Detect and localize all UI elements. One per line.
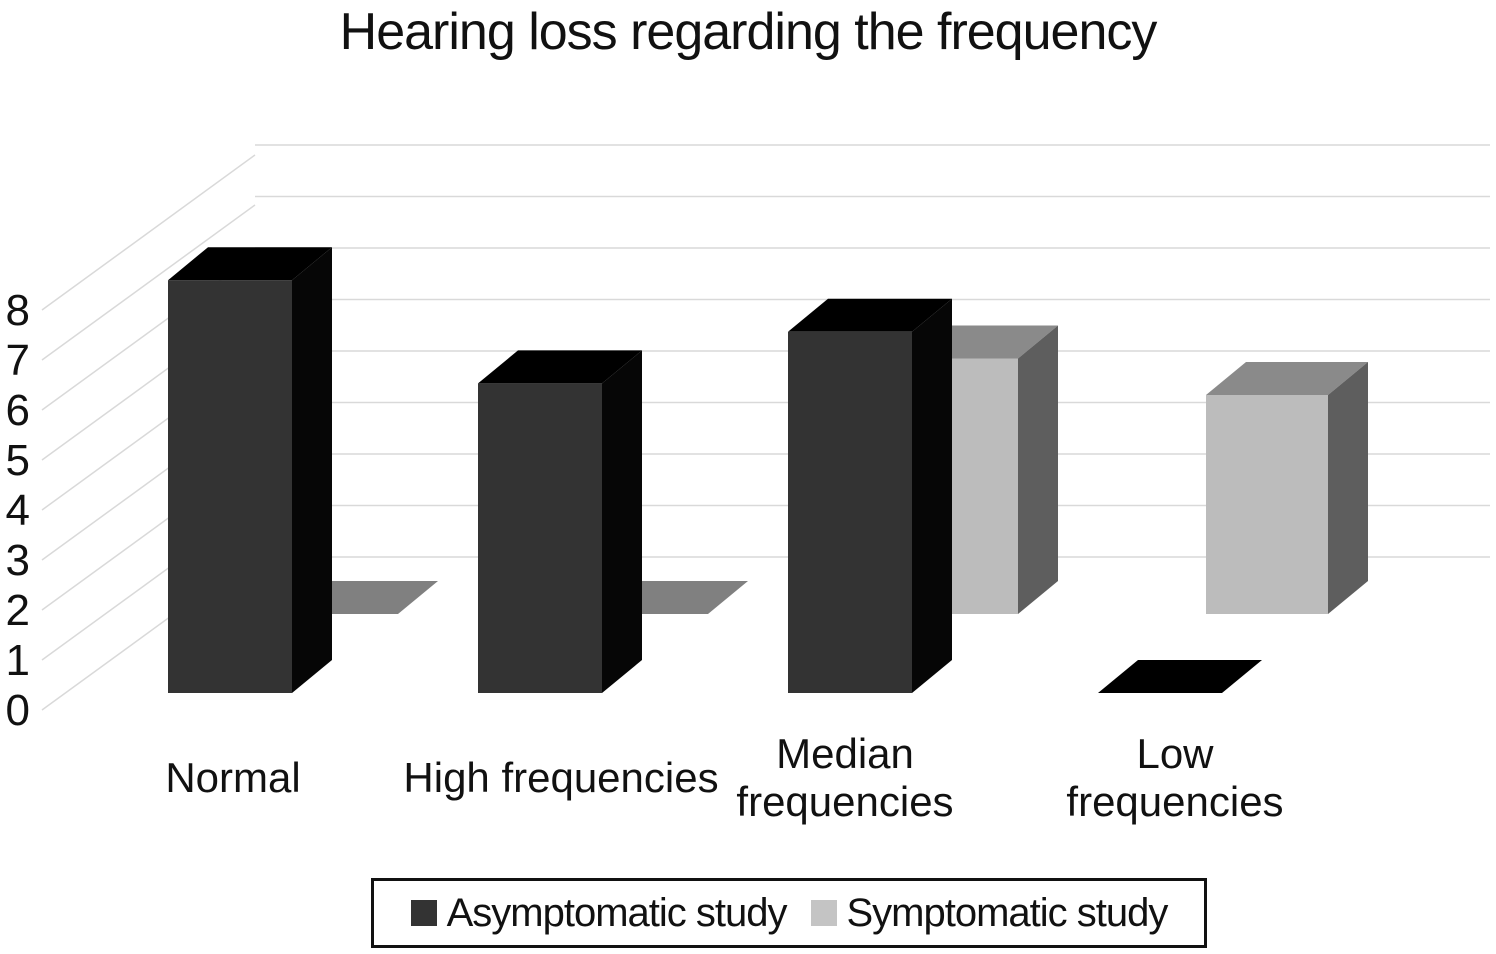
y-tick-label: 5: [6, 436, 30, 485]
y-tick-label: 7: [6, 336, 30, 385]
bar-side-face: [912, 298, 952, 693]
x-category-label: Low: [1136, 730, 1214, 777]
bar-side-face: [1328, 362, 1368, 614]
x-category-label: High frequencies: [403, 754, 718, 801]
bar-top-face: [788, 298, 952, 332]
bar-asymptomatic-1: [478, 383, 602, 693]
bar-top-face: [168, 247, 332, 281]
x-category-label: frequencies: [1066, 778, 1283, 825]
chart-title: Hearing loss regarding the frequency: [339, 3, 1158, 61]
y-tick-label: 2: [6, 586, 30, 635]
x-category-label: frequencies: [736, 778, 953, 825]
y-tick-label: 0: [6, 686, 30, 735]
bar-symptomatic-3: [1206, 395, 1328, 614]
bar-asymptomatic-2: [788, 331, 912, 693]
x-category-label: Median: [776, 730, 914, 777]
bar-top-face: [478, 350, 642, 384]
legend-label-asymptomatic: Asymptomatic study: [446, 890, 788, 935]
legend-swatch-symptomatic: [810, 900, 837, 926]
y-tick-label: 6: [6, 386, 30, 435]
legend-item-asymptomatic: Asymptomatic study: [410, 890, 788, 936]
y-tick-label: 8: [6, 286, 30, 335]
y-tick-label: 4: [6, 486, 30, 535]
bar-zero-asymptomatic-3: [1098, 660, 1262, 693]
legend-label-symptomatic: Symptomatic study: [846, 890, 1169, 935]
gridline-depth: [41, 154, 256, 311]
bar-side-face: [1018, 325, 1058, 614]
x-category-label: Normal: [165, 754, 300, 801]
bar-side-face: [292, 247, 332, 693]
legend-swatch-asymptomatic: [410, 900, 437, 926]
bar-asymptomatic-0: [168, 280, 292, 693]
gridline-depth: [41, 204, 256, 361]
bar-top-face: [1206, 362, 1368, 395]
legend-item-symptomatic: Symptomatic study: [810, 890, 1169, 936]
y-tick-label: 1: [6, 636, 30, 685]
legend: Asymptomatic study Symptomatic study: [371, 878, 1207, 948]
y-tick-label: 3: [6, 536, 30, 585]
bar-side-face: [602, 350, 642, 693]
